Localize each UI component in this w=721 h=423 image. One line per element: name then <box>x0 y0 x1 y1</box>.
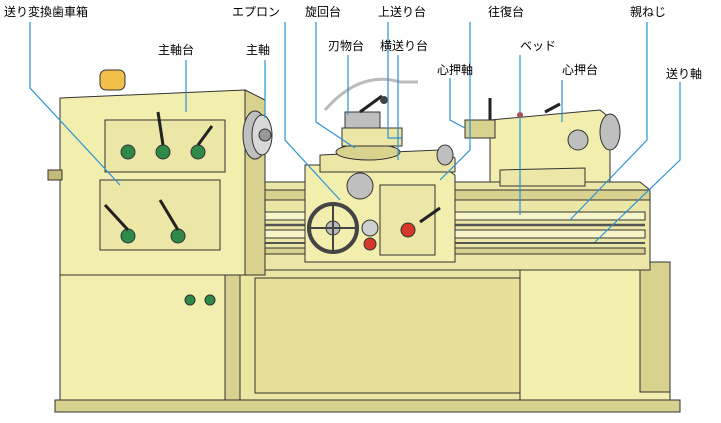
label-swivel-slide: 旋回台 <box>305 4 341 19</box>
top-slide <box>341 127 403 147</box>
label-feed-gearbox: 送り変換歯車箱 <box>4 4 88 19</box>
gearbox-knobs <box>120 144 216 306</box>
cross-feed-handle <box>436 144 454 166</box>
apron-red-knob <box>400 222 416 238</box>
leader-lines <box>29 22 681 243</box>
coolant-pipe <box>323 77 418 111</box>
label-lead-screw: 親ねじ <box>630 5 666 19</box>
label-feed-rod: 送り軸 <box>666 66 702 81</box>
apron <box>304 164 456 263</box>
label-bed: ベッド <box>520 39 556 53</box>
carriage-dial <box>346 172 374 200</box>
oil-cup <box>99 69 126 91</box>
side-knob <box>47 169 63 181</box>
apron-lever <box>419 206 441 224</box>
label-carriage: 往復台 <box>488 4 524 19</box>
label-headstock: 主軸台 <box>158 42 194 57</box>
tool-post <box>344 94 388 129</box>
tailstock-clamp <box>544 102 561 114</box>
label-tailstock-spindle: 心押軸 <box>437 63 473 77</box>
apron-knob <box>361 219 379 237</box>
part-labels: 送り変換歯車箱 主軸台 主軸 エプロン 旋回台 刃物台 上送り台 横送り台 往復… <box>4 4 702 81</box>
label-spindle: 主軸 <box>246 43 270 57</box>
headstock <box>59 89 266 276</box>
right-pedestal <box>519 261 671 406</box>
center-base <box>239 267 546 401</box>
spindle-chuck <box>242 110 273 160</box>
label-top-slide: 上送り台 <box>378 4 426 19</box>
gearbox-levers <box>103 111 214 232</box>
label-tool-post: 刃物台 <box>328 38 364 53</box>
handwheel <box>307 202 359 254</box>
apron-red-button <box>363 237 377 251</box>
left-pedestal <box>59 269 241 406</box>
tailstock <box>464 109 621 187</box>
label-apron: エプロン <box>232 5 280 19</box>
label-tailstock: 心押台 <box>562 62 598 77</box>
label-cross-slide: 横送り台 <box>380 38 428 53</box>
floor-plate <box>54 399 681 413</box>
